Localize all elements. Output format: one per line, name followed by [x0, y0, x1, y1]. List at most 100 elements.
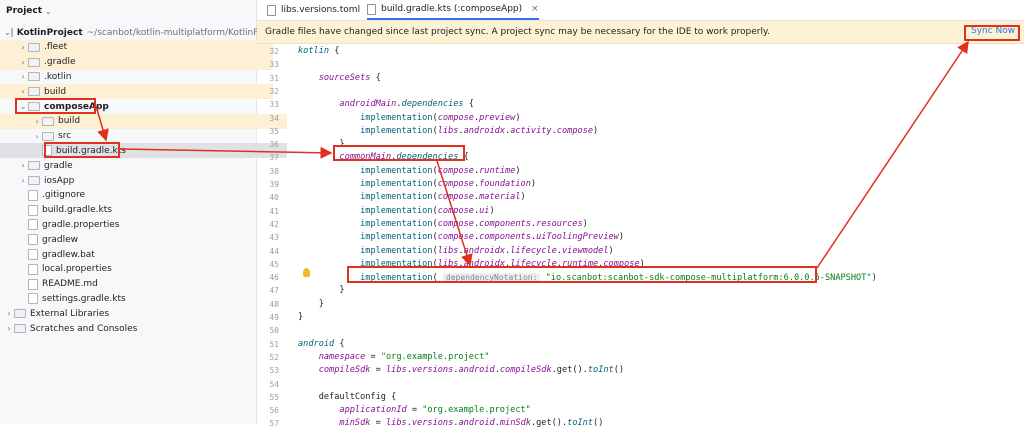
tree-item-label: build.gradle.kts: [42, 205, 112, 216]
code-token: implementation: [360, 273, 433, 284]
tree-item[interactable]: build.gradle.kts: [0, 143, 287, 159]
code-line[interactable]: defaultConfig {: [298, 391, 397, 404]
code-line[interactable]: applicationId = "org.example.project": [298, 404, 530, 417]
code-line[interactable]: implementation(compose.runtime): [298, 165, 520, 178]
code-line[interactable]: implementation(libs.androidx.lifecycle.r…: [298, 258, 645, 271]
line-number: 38: [269, 166, 279, 176]
tree-item[interactable]: ›src: [0, 129, 287, 144]
project-panel-header[interactable]: Project ⌄: [6, 4, 52, 18]
chevron-right-icon[interactable]: ›: [21, 176, 25, 185]
code-token: =: [370, 418, 386, 429]
chevron-right-icon[interactable]: ›: [21, 87, 25, 97]
code-token: toInt: [567, 418, 594, 429]
tree-item-path: ~/scanbot/kotlin-multiplatform/KotlinPro…: [86, 27, 284, 38]
code-line[interactable]: androidMain.dependencies {: [298, 98, 474, 111]
code-token: ): [593, 125, 599, 136]
code-line[interactable]: implementation(compose.foundation): [298, 178, 536, 191]
chevron-down-icon[interactable]: ⌄: [4, 28, 11, 37]
code-token: sourceSets: [318, 72, 371, 83]
tree-item[interactable]: .gitignore: [0, 188, 273, 203]
code-token: android: [458, 418, 495, 429]
code-line[interactable]: implementation(libs.androidx.activity.co…: [298, 125, 598, 138]
code-line[interactable]: implementation(compose.components.uiTool…: [298, 231, 624, 244]
tree-item-label: .kotlin: [44, 71, 72, 82]
code-token: implementation: [360, 179, 433, 189]
tree-item-label: gradlew.bat: [42, 249, 95, 260]
code-line[interactable]: sourceSets {: [298, 72, 381, 85]
code-token: lifecycle: [510, 245, 557, 256]
line-number: 52: [269, 352, 279, 362]
code-token: .: [473, 112, 480, 123]
code-line[interactable]: kotlin {: [298, 45, 339, 58]
tree-item[interactable]: ⌄KotlinProject~/scanbot/kotlin-multiplat…: [0, 25, 284, 40]
code-line[interactable]: android {: [298, 338, 345, 351]
file-icon: [28, 263, 38, 275]
tree-item[interactable]: ›.fleet: [0, 39, 273, 55]
tree-item[interactable]: ›External Libraries: [0, 306, 259, 321]
code-token: compose: [437, 218, 474, 229]
chevron-right-icon[interactable]: ›: [35, 116, 39, 126]
chevron-right-icon[interactable]: ›: [21, 42, 25, 52]
code-line[interactable]: }: [298, 284, 344, 297]
code-token: =: [370, 365, 386, 376]
tree-item[interactable]: › .kotlin: [0, 69, 273, 84]
code-token: .: [473, 205, 480, 216]
code-line[interactable]: commonMain.dependencies {: [298, 151, 468, 164]
tree-item[interactable]: local.properties: [0, 262, 273, 277]
tab-label: libs.versions.toml: [281, 5, 361, 15]
file-icon: [42, 145, 52, 157]
tree-item[interactable]: settings.gradle.kts: [0, 291, 273, 306]
tree-item[interactable]: ›build: [0, 113, 287, 129]
tree-item[interactable]: ⌄ composeApp: [0, 99, 273, 114]
code-line[interactable]: }: [298, 138, 344, 151]
close-icon[interactable]: ×: [531, 4, 539, 14]
tree-item[interactable]: gradle.properties: [0, 217, 273, 232]
code-line[interactable]: namespace = "org.example.project": [298, 351, 490, 364]
code-token: ): [639, 258, 645, 269]
chevron-right-icon[interactable]: ›: [7, 309, 11, 319]
code-token: .: [453, 365, 459, 376]
chevron-right-icon[interactable]: ›: [7, 324, 11, 333]
code-token: ): [871, 273, 877, 284]
tree-item[interactable]: build.gradle.kts: [0, 203, 273, 218]
code-line[interactable]: implementation(libs.androidx.lifecycle.v…: [298, 245, 614, 258]
code-token: kotlin: [298, 46, 330, 56]
tree-item-label: composeApp: [44, 101, 109, 112]
tab-build-gradle-kts[interactable]: build.gradle.kts (:composeApp) ×: [367, 0, 539, 20]
tree-item[interactable]: ›gradle: [0, 158, 273, 173]
sync-now-button[interactable]: Sync Now: [971, 26, 1016, 36]
code-line[interactable]: compileSdk = libs.versions.android.compi…: [298, 364, 624, 377]
tree-item[interactable]: gradlew: [0, 232, 273, 247]
tree-item-label: README.md: [42, 279, 98, 290]
tree-item-label: .gradle: [44, 57, 76, 68]
code-line[interactable]: }: [298, 298, 324, 311]
chevron-right-icon[interactable]: ›: [21, 161, 25, 171]
code-line[interactable]: implementation(compose.material): [298, 191, 526, 204]
code-token: preview: [479, 112, 516, 123]
code-token: .: [530, 218, 537, 229]
code-line[interactable]: implementation( dependencyNotation: "io.…: [298, 271, 877, 284]
lightbulb-icon[interactable]: [303, 268, 310, 277]
chevron-right-icon[interactable]: ›: [21, 57, 25, 67]
code-line[interactable]: implementation(compose.preview): [298, 112, 520, 125]
tree-item[interactable]: ›Scratches and Consoles: [0, 321, 259, 336]
tree-item[interactable]: ›iosApp: [0, 173, 273, 188]
chevron-right-icon[interactable]: ›: [21, 72, 25, 82]
code-line[interactable]: implementation(compose.components.resour…: [298, 218, 588, 231]
tab-libs-versions-toml[interactable]: libs.versions.toml: [267, 0, 360, 20]
chevron-down-icon[interactable]: ⌄: [19, 102, 27, 111]
tree-item-label: local.properties: [42, 264, 112, 275]
code-token: compose: [437, 112, 474, 123]
code-line[interactable]: implementation(compose.ui): [298, 205, 495, 218]
tree-item[interactable]: › .gradle: [0, 54, 273, 70]
code-token: (): [593, 418, 604, 429]
inlay-hint: dependencyNotation:: [442, 273, 541, 283]
chevron-right-icon[interactable]: ›: [35, 131, 39, 141]
code-line[interactable]: minSdk = libs.versions.android.minSdk.ge…: [298, 417, 603, 430]
tree-item[interactable]: ›build: [0, 84, 273, 100]
tree-item[interactable]: gradlew.bat: [0, 247, 273, 262]
line-number: 32: [269, 86, 279, 96]
code-token: .get().: [530, 418, 568, 429]
code-line[interactable]: }: [298, 311, 303, 324]
tree-item[interactable]: README.md: [0, 277, 273, 292]
